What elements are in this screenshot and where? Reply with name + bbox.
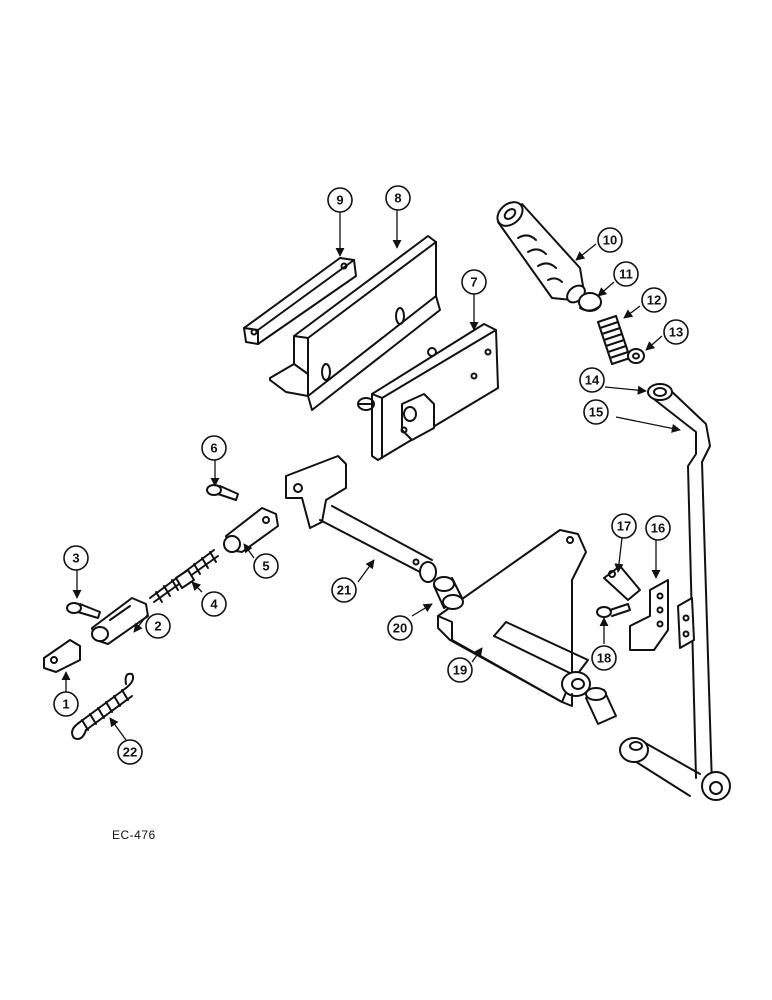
- callout-circle: [613, 261, 639, 287]
- callout-18: 18: [591, 645, 617, 671]
- callout-label: 19: [453, 663, 467, 678]
- part-17-clevis: [603, 565, 641, 601]
- callout-label: 16: [651, 521, 665, 536]
- callout-10: 10: [597, 227, 623, 253]
- part-12-spring: [597, 315, 631, 365]
- callout-label: 9: [336, 193, 343, 208]
- callout-label: 10: [603, 233, 617, 248]
- callout-19: 19: [447, 657, 473, 683]
- callout-circle: [63, 545, 89, 571]
- callout-label: 8: [394, 191, 401, 206]
- callout-21: 21: [331, 577, 357, 603]
- reference-code: EC-476: [112, 828, 156, 842]
- callout-circle: [387, 615, 413, 641]
- callout-6: 6: [201, 435, 227, 461]
- callout-circle: [645, 515, 671, 541]
- part-22-spring: [71, 672, 135, 740]
- part-7-plate: [357, 323, 499, 461]
- callout-circle: [201, 435, 227, 461]
- callout-13: 13: [663, 319, 689, 345]
- callout-11: 11: [613, 261, 639, 287]
- callout-circle: [641, 287, 667, 313]
- callout-label: 21: [337, 583, 351, 598]
- callout-15: 15: [583, 399, 609, 425]
- callout-12: 12: [641, 287, 667, 313]
- callout-circle: [53, 691, 79, 717]
- callout-label: 6: [210, 441, 217, 456]
- callout-circle: [447, 657, 473, 683]
- bushing-lower: [585, 687, 617, 725]
- callout-circle: [327, 187, 353, 213]
- callout-circle: [201, 591, 227, 617]
- callout-label: 15: [589, 405, 603, 420]
- callout-2: 2: [145, 613, 171, 639]
- callout-1: 1: [53, 691, 79, 717]
- part-5-clevis: [223, 507, 279, 553]
- callout-16: 16: [645, 515, 671, 541]
- callout-label: 4: [210, 597, 218, 612]
- callout-circle: [579, 367, 605, 393]
- callout-circle: [117, 739, 143, 765]
- part-21-shaft: [285, 455, 437, 583]
- part-19-mount: [437, 529, 591, 707]
- callout-5: 5: [253, 553, 279, 579]
- callout-label: 12: [647, 293, 661, 308]
- callout-3: 3: [63, 545, 89, 571]
- callout-label: 14: [585, 373, 600, 388]
- callout-circle: [597, 227, 623, 253]
- callout-20: 20: [387, 615, 413, 641]
- callout-label: 2: [154, 619, 161, 634]
- callout-label: 11: [619, 267, 633, 282]
- callout-14: 14: [579, 367, 605, 393]
- part-2-clevis: [91, 597, 149, 645]
- part-14-pedal-arm: [619, 383, 731, 801]
- leader-lines: [61, 210, 681, 741]
- callout-circle: [583, 399, 609, 425]
- callout-label: 20: [393, 621, 407, 636]
- callout-label: 7: [470, 275, 477, 290]
- part-9-bar: [243, 257, 357, 345]
- callout-9: 9: [327, 187, 353, 213]
- part-6-pin: [206, 484, 239, 501]
- part-1-clip: [43, 639, 81, 673]
- callout-circle: [461, 269, 487, 295]
- part-16-bracket: [629, 579, 669, 651]
- callout-4: 4: [201, 591, 227, 617]
- callout-circle: [591, 645, 617, 671]
- callout-8: 8: [385, 185, 411, 211]
- callout-circle: [663, 319, 689, 345]
- callout-17: 17: [611, 513, 637, 539]
- callout-label: 18: [597, 651, 611, 666]
- callout-label: 17: [617, 519, 631, 534]
- part-10-grip: [496, 201, 586, 304]
- callout-circle: [145, 613, 171, 639]
- callout-circle: [611, 513, 637, 539]
- part-11-cap: [578, 292, 602, 312]
- callout-label: 13: [669, 325, 683, 340]
- callout-label: 3: [72, 551, 79, 566]
- callout-label: 5: [262, 559, 269, 574]
- part-8-bracket: [269, 235, 441, 411]
- callout-7: 7: [461, 269, 487, 295]
- callout-circle: [385, 185, 411, 211]
- callout-circle: [331, 577, 357, 603]
- part-13-washer: [627, 348, 645, 364]
- part-3-pin: [66, 602, 101, 619]
- part-4-threaded-rod: [149, 549, 219, 603]
- part-18-pin: [596, 603, 631, 618]
- callout-22: 22: [117, 739, 143, 765]
- callout-circle: [253, 553, 279, 579]
- callout-label: 22: [123, 745, 137, 760]
- callout-label: 1: [62, 697, 69, 712]
- part-20-bushing: [433, 576, 464, 610]
